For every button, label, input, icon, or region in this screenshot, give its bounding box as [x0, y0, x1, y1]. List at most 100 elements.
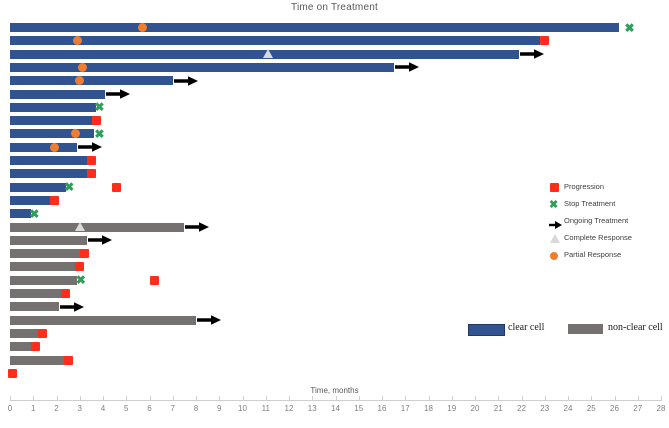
x-axis-tick: [568, 396, 569, 401]
plot-area: ✖✖✖✖✖✖: [7, 22, 635, 378]
patient-bar: [10, 302, 59, 312]
x-axis-tick-label: 7: [170, 404, 175, 413]
patient-bar: [10, 116, 94, 126]
x-axis-tick-label: 8: [193, 404, 199, 413]
partial-response-marker-icon: [77, 62, 87, 72]
ongoing-treatment-arrow-icon: [394, 62, 421, 73]
patient-bar: [10, 102, 97, 112]
progression-marker-icon: [112, 182, 122, 192]
x-axis-tick-label: 15: [354, 404, 364, 413]
ongoing-treatment-arrow-icon: [59, 301, 86, 312]
patient-bar: [10, 235, 87, 245]
progression-marker-icon: [79, 249, 89, 259]
partial-response-marker-icon: [138, 23, 148, 32]
group-legend-label: clear cell: [508, 322, 545, 333]
ongoing-treatment-arrow-icon: [197, 315, 223, 325]
patient-bar: [10, 156, 90, 165]
legend-item[interactable]: ✖Stop Treatment: [549, 198, 669, 215]
x-axis-tick-label: 22: [517, 404, 526, 413]
x-axis-tick: [219, 396, 221, 401]
x-axis-tick: [614, 396, 616, 401]
x-axis-tick: [33, 396, 35, 401]
group-legend-swatch: [468, 324, 505, 336]
x-axis-tick-label: 19: [447, 404, 457, 413]
triangle-icon: [549, 234, 563, 244]
circle-icon: [549, 251, 563, 261]
x-axis-tick: [312, 396, 314, 401]
legend-item-label: Partial Response: [564, 250, 622, 259]
partial-response-marker-icon: [75, 76, 85, 86]
patient-bar: [10, 328, 43, 338]
patient-bar: [10, 142, 78, 152]
x-axis-tick-label: 11: [261, 404, 270, 413]
legend-item[interactable]: Complete Response: [549, 232, 669, 249]
x-axis-tick-label: 3: [77, 404, 82, 413]
partial-response-marker-icon: [72, 36, 82, 46]
progression-marker-icon: [149, 275, 159, 285]
patient-bar: [10, 36, 541, 46]
x-axis-tick-label: 6: [147, 404, 152, 413]
legend-item-label: Ongoing Treatment: [564, 216, 629, 225]
x-axis-tick: [544, 396, 546, 401]
x-axis-tick-label: 4: [100, 404, 106, 413]
x-axis-title: Time, months: [310, 386, 359, 395]
x-axis-tick: [10, 396, 11, 401]
x-axis-tick: [126, 396, 128, 401]
partial-response-marker-icon: [70, 129, 80, 139]
group-legend-swatch: [568, 324, 603, 334]
x-axis-tick-label: 25: [586, 404, 596, 413]
patient-bar: [10, 195, 55, 205]
x-axis-tick: [498, 396, 500, 401]
legend-item-label: Complete Response: [564, 233, 632, 242]
x-axis-tick: [289, 396, 290, 401]
x-axis-tick: [242, 396, 244, 401]
patient-bar: [10, 289, 66, 298]
x-axis-tick-label: 16: [377, 404, 387, 413]
patient-bar: [10, 62, 394, 72]
patient-bar: [10, 129, 94, 139]
legend-item[interactable]: Progression: [549, 181, 669, 198]
x-axis-tick: [103, 396, 104, 401]
x-axis-tick: [451, 396, 453, 401]
stop-treatment-marker-icon: ✖: [64, 180, 75, 195]
x-axis-tick-label: 28: [656, 404, 666, 413]
progression-marker-icon: [49, 195, 59, 205]
progression-marker-icon: [31, 342, 41, 352]
patient-bar: [10, 209, 31, 219]
x-axis-tick-label: 9: [217, 404, 222, 413]
x-axis-tick-label: 14: [331, 404, 340, 413]
progression-marker-icon: [86, 156, 96, 165]
x-axis-tick: [475, 396, 476, 401]
patient-bar: [10, 249, 83, 259]
progression-marker-icon: [91, 116, 101, 126]
complete-response-marker-icon: [74, 222, 85, 231]
x-axis-tick-label: 17: [400, 404, 410, 413]
x-cross-icon: ✖: [549, 199, 559, 211]
x-axis-tick: [79, 396, 81, 401]
x-axis-tick-label: 18: [424, 404, 433, 413]
legend-item[interactable]: Partial Response: [549, 249, 669, 266]
legend-item-label: Progression: [564, 182, 605, 191]
x-axis-tick: [358, 396, 360, 401]
x-axis-tick-label: 23: [540, 404, 550, 413]
progression-marker-icon: [86, 169, 96, 179]
x-axis-tick-label: 27: [633, 404, 643, 413]
x-axis-tick-label: 10: [238, 404, 247, 413]
complete-response-marker-icon: [263, 49, 274, 59]
legend-item[interactable]: Ongoing Treatment: [549, 215, 669, 232]
patient-bar: [10, 315, 196, 325]
ongoing-treatment-arrow-icon: [520, 49, 546, 59]
x-axis-tick-label: 2: [54, 404, 59, 413]
x-axis-tick: [265, 396, 267, 401]
x-axis-tick: [405, 396, 407, 401]
stop-treatment-marker-icon: ✖: [94, 100, 105, 115]
patient-bar: [10, 275, 78, 285]
partial-response-marker-icon: [49, 142, 59, 152]
patient-bar: [10, 182, 66, 192]
group-legend-label: non-clear cell: [608, 322, 663, 333]
x-axis-tick: [172, 396, 174, 401]
x-axis-tick-label: 12: [284, 404, 294, 413]
patient-bar: [10, 222, 185, 232]
